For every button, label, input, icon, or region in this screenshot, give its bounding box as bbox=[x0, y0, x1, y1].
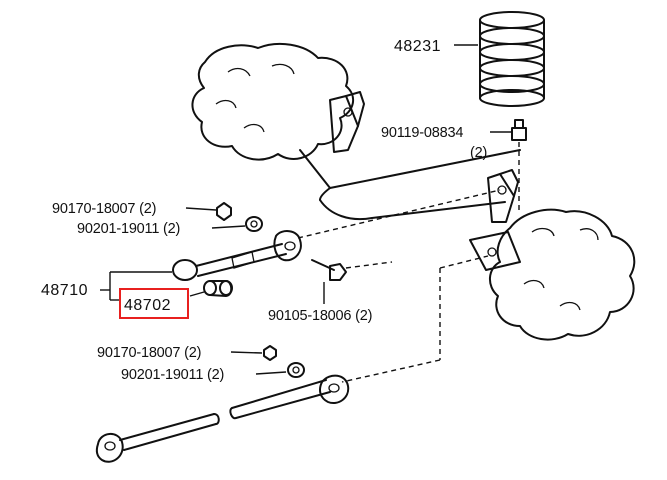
label-bushing[interactable]: 48702 bbox=[124, 297, 171, 314]
label-spring-bolt: 90119-08834 bbox=[381, 125, 463, 141]
lower-washer bbox=[287, 362, 305, 378]
upper-control-arm bbox=[172, 230, 302, 281]
label-lower-nut: 90170-18007 (2) bbox=[97, 345, 201, 361]
rear-axle-housing bbox=[191, 42, 636, 341]
lower-control-arm bbox=[95, 374, 350, 463]
spring-bolt bbox=[511, 119, 527, 212]
label-upper-nut: 90170-18007 (2) bbox=[52, 201, 156, 217]
bushing bbox=[203, 280, 233, 297]
label-arm-assembly: 48710 bbox=[41, 282, 88, 299]
label-spring-bolt-qty: (2) bbox=[470, 145, 487, 161]
upper-washer bbox=[245, 216, 263, 232]
label-spring: 48231 bbox=[394, 38, 441, 55]
leader-lines bbox=[100, 44, 512, 375]
center-bolt bbox=[311, 259, 393, 281]
label-lower-washer: 90201-19011 (2) bbox=[121, 367, 224, 383]
label-upper-washer: 90201-19011 (2) bbox=[77, 221, 180, 237]
lower-nut bbox=[263, 345, 277, 361]
coil-spring bbox=[479, 11, 545, 107]
upper-nut bbox=[216, 202, 232, 221]
label-center-bolt: 90105-18006 (2) bbox=[268, 308, 372, 324]
highlight-box bbox=[119, 288, 189, 319]
